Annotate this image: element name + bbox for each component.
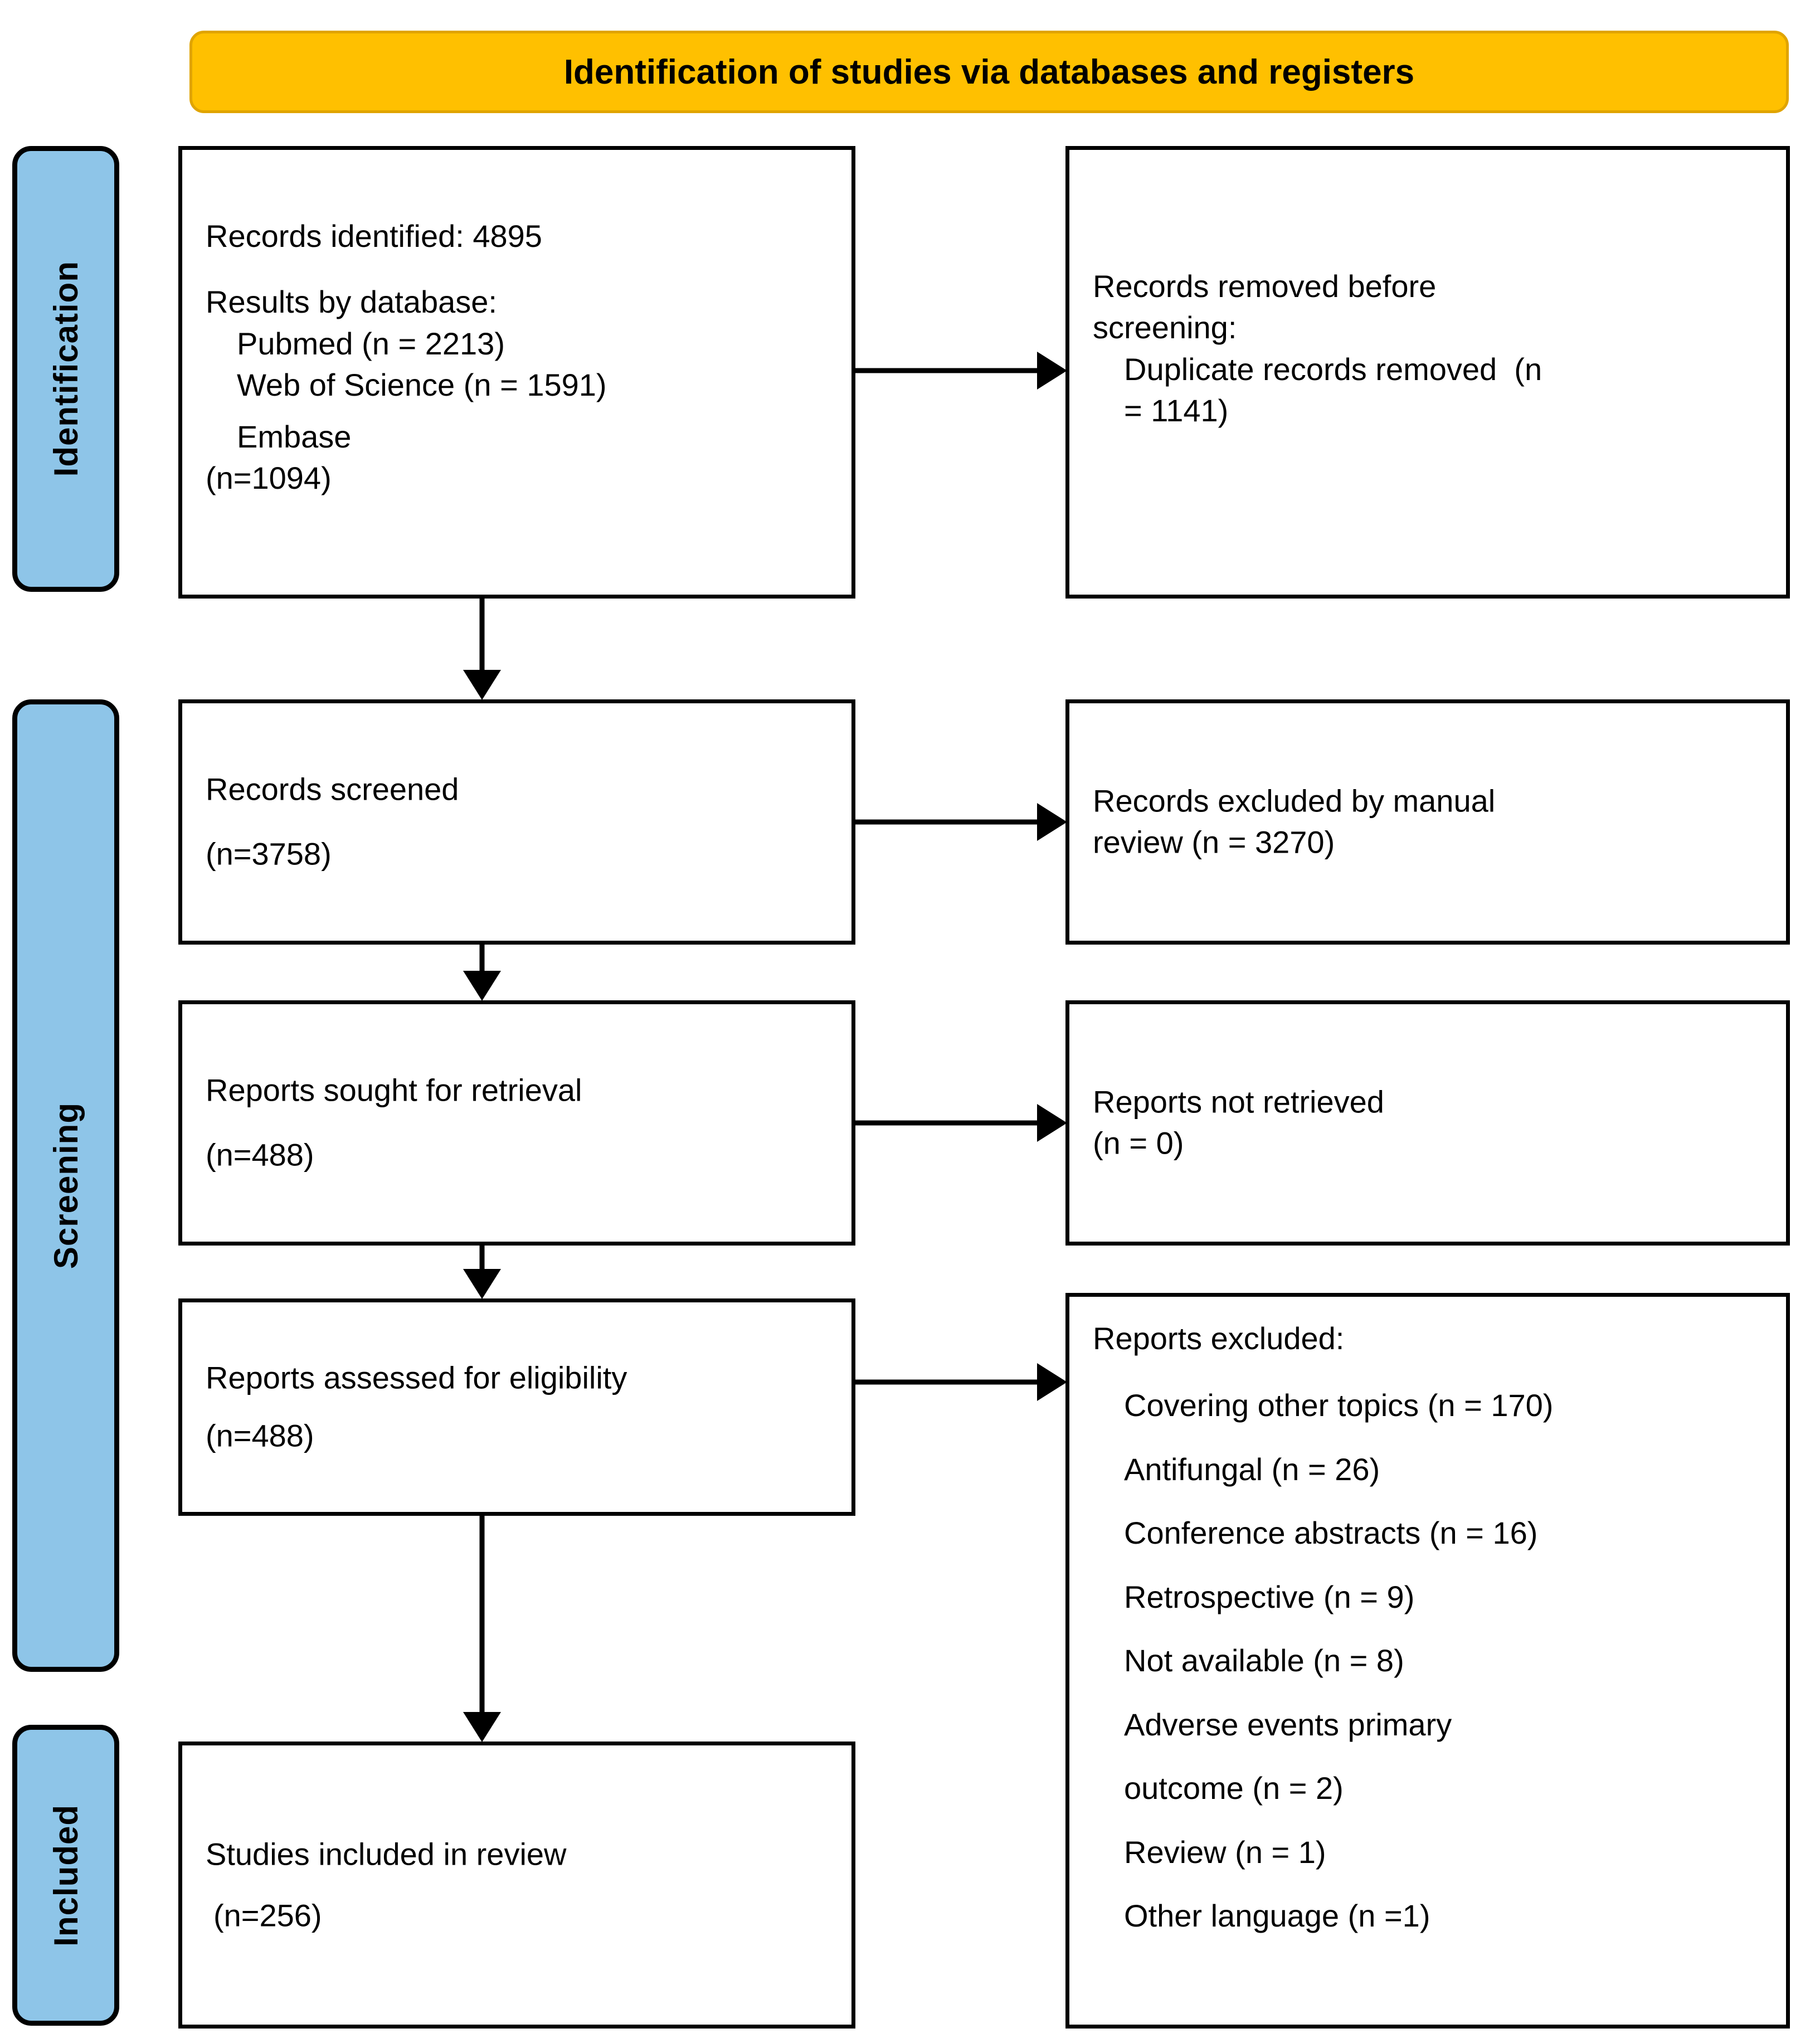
studies-included-label: Studies included in review	[206, 1836, 567, 1872]
database-count-pubmed: Pubmed (n = 2213)	[237, 325, 505, 361]
database-count-embase: (n=1094)	[206, 460, 332, 496]
records-excluded-manual-line1: Records excluded by manual	[1093, 783, 1496, 819]
database-count-web-of-science: Web of Science (n = 1591)	[237, 367, 607, 403]
stage-label-screening: Screening	[12, 699, 119, 1672]
duplicate-records-removed-line1: Duplicate records removed (n	[1124, 351, 1542, 387]
stage-label-included-text: Included	[47, 1804, 85, 1947]
records-removed-heading-colon: :	[1228, 310, 1237, 346]
records-excluded-manual-line2: review (n = 3270)	[1093, 825, 1335, 860]
arrow-identified-to-removed	[855, 351, 1067, 390]
results-by-database-label: Results by database:	[206, 284, 497, 320]
reports-sought-count: (n=488)	[206, 1137, 314, 1173]
records-removed-heading-line2: screening:	[1093, 307, 1772, 348]
box-records-removed-before-screening: Records removed before screening: Duplic…	[1065, 146, 1790, 599]
records-screened-count: (n=3758)	[206, 836, 332, 872]
stage-label-screening-text: Screening	[47, 1102, 85, 1269]
arrow-shaft	[855, 368, 1039, 373]
stage-label-included: Included	[12, 1725, 119, 2026]
arrow-shaft	[855, 1120, 1039, 1126]
records-removed-heading-plain: Records removed	[1093, 269, 1348, 304]
arrow-shaft	[479, 1246, 485, 1271]
box-reports-assessed-for-eligibility: Reports assessed for eligibility (n=488)	[178, 1298, 855, 1516]
arrow-shaft	[855, 819, 1039, 825]
exclusion-reason-retrospective: Retrospective (n = 9)	[1124, 1579, 1415, 1614]
exclusion-reason-antifungal: Antifungal (n = 26)	[1124, 1451, 1380, 1487]
arrow-head-icon	[463, 670, 501, 700]
records-removed-heading-italic2: screening	[1093, 310, 1228, 346]
box-records-excluded-manual: Records excluded by manual review (n = 3…	[1065, 699, 1790, 945]
arrow-sought-to-assessed	[463, 1246, 502, 1299]
diagram-header-banner: Identification of studies via databases …	[189, 31, 1789, 113]
exclusion-reason-conference-abstracts: Conference abstracts (n = 16)	[1124, 1515, 1538, 1551]
arrow-screened-to-excluded-manual	[855, 802, 1067, 841]
exclusion-reason-review: Review (n = 1)	[1124, 1834, 1326, 1870]
box-reports-not-retrieved: Reports not retrieved (n = 0)	[1065, 1000, 1790, 1246]
arrow-screened-to-sought	[463, 945, 502, 1001]
arrow-head-icon	[1037, 1104, 1067, 1142]
duplicate-records-removed-line2: = 1141)	[1124, 393, 1229, 429]
arrow-head-icon	[463, 971, 501, 1001]
box-records-screened: Records screened (n=3758)	[178, 699, 855, 945]
arrow-head-icon	[1037, 803, 1067, 841]
reports-not-retrieved-count: (n = 0)	[1093, 1126, 1184, 1161]
arrow-shaft	[855, 1379, 1039, 1385]
stage-label-identification: Identification	[12, 146, 119, 592]
arrow-assessed-to-reports-excluded	[855, 1363, 1067, 1402]
exclusion-reason-adverse-events-line1: Adverse events primary	[1124, 1706, 1452, 1742]
reports-excluded-heading: Reports excluded:	[1093, 1321, 1345, 1356]
page-title: Identification of studies via databases …	[563, 52, 1415, 91]
records-removed-heading-line1: Records removed before	[1093, 266, 1772, 307]
reports-not-retrieved-label: Reports not retrieved	[1093, 1084, 1384, 1120]
box-studies-included-in-review: Studies included in review (n=256)	[178, 1742, 855, 2029]
box-records-identified: Records identified: 4895 Results by data…	[178, 146, 855, 599]
records-identified-total: Records identified: 4895	[206, 218, 542, 254]
arrow-shaft	[479, 1516, 485, 1714]
arrow-shaft	[479, 599, 485, 672]
arrow-head-icon	[463, 1712, 501, 1742]
database-name-embase: Embase	[237, 419, 352, 454]
arrow-assessed-to-included	[463, 1516, 502, 1742]
records-screened-label: Records screened	[206, 771, 459, 807]
arrow-head-icon	[1037, 352, 1067, 390]
exclusion-reason-covering-other-topics: Covering other topics (n = 170)	[1124, 1388, 1554, 1423]
box-reports-sought-for-retrieval: Reports sought for retrieval (n=488)	[178, 1000, 855, 1246]
stage-label-identification-text: Identification	[47, 261, 85, 477]
arrow-shaft	[479, 945, 485, 973]
records-removed-heading-italic: before	[1347, 269, 1437, 304]
exclusion-reason-adverse-events-line2: outcome (n = 2)	[1124, 1770, 1344, 1806]
arrow-identified-to-screened	[463, 599, 502, 700]
reports-sought-label: Reports sought for retrieval	[206, 1072, 582, 1108]
reports-assessed-count: (n=488)	[206, 1418, 314, 1453]
reports-assessed-label: Reports assessed for eligibility	[206, 1360, 627, 1395]
arrow-sought-to-not-retrieved	[855, 1103, 1067, 1142]
arrow-head-icon	[463, 1269, 501, 1299]
arrow-head-icon	[1037, 1363, 1067, 1401]
studies-included-count: (n=256)	[213, 1898, 322, 1933]
exclusion-reason-not-available: Not available (n = 8)	[1124, 1643, 1404, 1679]
exclusion-reason-other-language: Other language (n =1)	[1124, 1898, 1430, 1934]
box-reports-excluded: Reports excluded: Covering other topics …	[1065, 1293, 1790, 2029]
